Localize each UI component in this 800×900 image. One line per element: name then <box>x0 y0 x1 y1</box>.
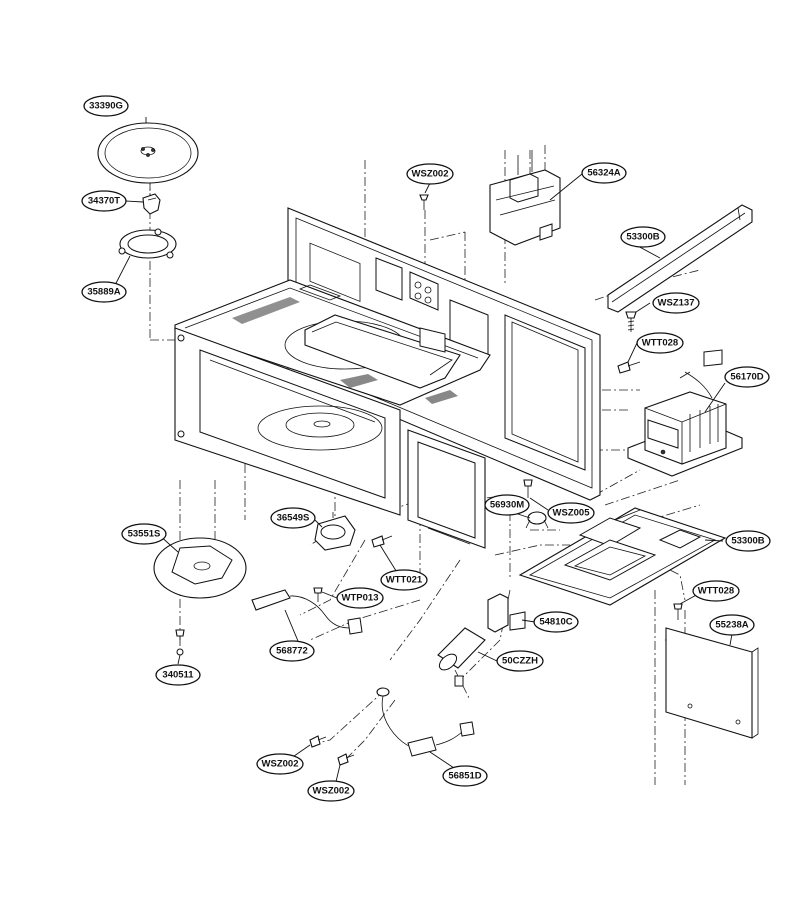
switch-harness <box>251 589 363 635</box>
screw-wtt028-bottom <box>673 603 683 620</box>
callout-34370T: 34370T <box>81 190 127 212</box>
callout-label: WTP013 <box>342 593 379 604</box>
callout-33390G: 33390G <box>83 95 129 117</box>
transformer <box>627 349 743 477</box>
screw-wtt028-top <box>617 361 641 374</box>
screw-wtp013 <box>313 587 323 602</box>
callout-WSZ002-top: WSZ002 <box>406 163 454 185</box>
callout-label: 56930M <box>490 500 524 511</box>
waveguide-cover <box>304 314 461 389</box>
callout-WTT028-bottom: WTT028 <box>692 580 740 602</box>
motor-cover <box>153 537 247 599</box>
capacitor <box>437 627 486 687</box>
callout-label: 36549S <box>277 513 310 524</box>
roller-ring <box>118 228 177 259</box>
callout-label: WTT028 <box>698 586 734 597</box>
callout-56324A: 56324A <box>581 162 627 184</box>
callout-label: 568772 <box>276 646 308 657</box>
screw-wtt021 <box>371 535 393 548</box>
callout-WSZ005: WSZ005 <box>547 502 595 524</box>
callout-35889A: 35889A <box>81 281 127 303</box>
callout-label: 33390G <box>89 101 123 112</box>
front-bracket <box>665 627 759 739</box>
mounting-rail <box>607 204 753 313</box>
callout-53300B-bottom: 53300B <box>725 530 771 552</box>
callout-label: 34370T <box>88 196 120 207</box>
callout-label: 50CZZH <box>502 656 538 667</box>
callout-50CZZH: 50CZZH <box>496 650 544 672</box>
side-bracket <box>407 429 486 549</box>
callout-label: WSZ137 <box>658 298 695 309</box>
callout-WTP013: WTP013 <box>336 587 384 609</box>
callout-label: WTT021 <box>386 575 423 586</box>
callout-568772: 568772 <box>269 640 315 662</box>
callout-label: 55238A <box>715 620 748 631</box>
screw-wsz005 <box>523 479 533 498</box>
callout-WTT021: WTT021 <box>380 569 428 591</box>
diode <box>487 593 526 633</box>
callout-label: WSZ002 <box>262 759 299 770</box>
callout-WTT028-top: WTT028 <box>636 332 684 354</box>
screw-wsz002-top <box>419 194 429 210</box>
callout-53300B-top: 53300B <box>620 226 666 248</box>
callout-label: 56851D <box>448 771 481 782</box>
callout-label: 340511 <box>162 670 194 681</box>
callout-54810C: 54810C <box>533 611 579 633</box>
callout-340511: 340511 <box>155 664 201 686</box>
callout-53551S: 53551S <box>121 523 167 545</box>
screw-wsz002-left <box>309 735 327 748</box>
thermostat <box>525 511 549 529</box>
cavity-frame <box>174 327 401 516</box>
callout-36549S: 36549S <box>270 507 316 529</box>
callout-label: WSZ005 <box>553 508 591 519</box>
callout-label: WTT028 <box>642 338 678 349</box>
callout-label: 53300B <box>731 536 764 547</box>
callout-label: 56170D <box>730 372 763 383</box>
callout-56170D: 56170D <box>724 366 770 388</box>
callout-55238A: 55238A <box>709 614 755 636</box>
callout-label: 54810C <box>539 617 572 628</box>
screw-wsz002-bottom <box>337 753 355 766</box>
turntable-tray <box>97 122 199 184</box>
power-harness <box>376 687 475 757</box>
callout-56930M: 56930M <box>484 494 530 516</box>
screw-340511 <box>175 629 185 656</box>
callout-WSZ002-left: WSZ002 <box>256 753 304 775</box>
callout-WSZ137: WSZ137 <box>652 292 700 314</box>
callout-56851D: 56851D <box>442 765 488 787</box>
callout-label: WSZ002 <box>313 786 350 797</box>
base-plate <box>518 507 727 606</box>
callout-label: 53551S <box>128 529 161 540</box>
turntable-motor <box>314 512 356 551</box>
coupler <box>142 193 161 215</box>
screw-wsz137 <box>625 311 637 332</box>
callout-label: 53300B <box>626 232 659 243</box>
callout-WSZ002-bottom: WSZ002 <box>307 780 355 802</box>
callout-label: 35889A <box>87 287 120 298</box>
callout-label: WSZ002 <box>412 169 449 180</box>
magnetron <box>489 150 561 246</box>
callout-label: 56324A <box>587 168 620 179</box>
